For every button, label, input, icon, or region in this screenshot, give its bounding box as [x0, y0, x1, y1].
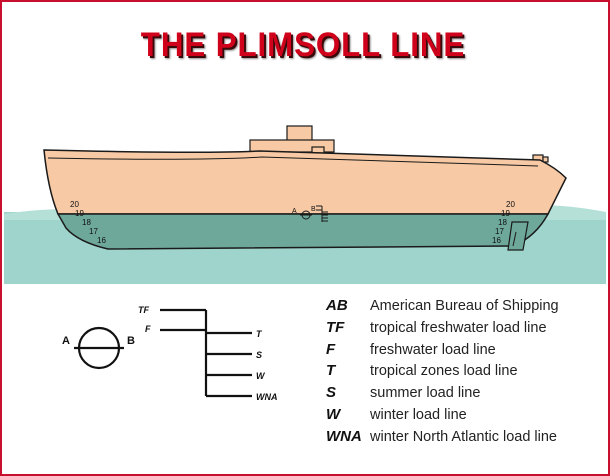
stern-mark-20: 20: [506, 200, 515, 209]
legend-abbr: WNA: [326, 427, 362, 445]
bow-mark-20: 20: [70, 200, 79, 209]
bow-mark-17: 17: [89, 227, 98, 236]
legend-row: AB American Bureau of Shipping: [326, 297, 606, 319]
legend-row: T tropical zones load line: [326, 362, 606, 384]
legend-row: TF tropical freshwater load line: [326, 319, 606, 341]
legend-text: freshwater load line: [370, 341, 496, 358]
hull-plimsoll-mark: [300, 205, 328, 222]
legend-text: summer load line: [370, 385, 481, 402]
mark-label-t: T: [256, 329, 263, 339]
hull-above-water: [43, 149, 567, 215]
stern-mark-18: 18: [498, 218, 507, 227]
legend-row: F freshwater load line: [326, 341, 606, 363]
legend-text: winter North Atlantic load line: [370, 428, 557, 445]
bow-mark-16: 16: [97, 236, 106, 245]
legend-row: WNA winter North Atlantic load line: [326, 428, 606, 450]
deck-line: [47, 156, 539, 167]
mark-label-f: F: [145, 324, 151, 334]
bow-draft-marks: 20 19 18 17 16: [70, 200, 106, 245]
stern-mark-19: 19: [501, 209, 510, 218]
legend-text: tropical freshwater load line: [370, 319, 547, 336]
legend-text: tropical zones load line: [370, 363, 518, 380]
stern-mark-17: 17: [495, 227, 504, 236]
hull-mark-label-a: A: [292, 208, 297, 215]
legend-abbr: F: [326, 340, 336, 358]
hull-below-water: [56, 213, 550, 250]
legend-abbr: AB: [326, 297, 348, 314]
stern-draft-marks: 20 19 18 17 16: [492, 200, 515, 245]
superstructure: [249, 125, 549, 164]
legend-abbr: W: [326, 405, 341, 423]
legend-row: S summer load line: [326, 384, 606, 406]
rudder: [507, 221, 529, 251]
bow-mark-19: 19: [75, 209, 84, 218]
disc-label-b: B: [127, 335, 135, 347]
mark-label-wna: WNA: [256, 392, 278, 402]
mark-label-s: S: [256, 350, 262, 360]
legend-text: American Bureau of Shipping: [370, 298, 559, 314]
diagram-title: THE PLIMSOLL LINE: [140, 26, 466, 64]
legend-abbr: T: [326, 362, 336, 380]
legend-text: winter load line: [370, 406, 467, 423]
load-line-mark: [160, 308, 252, 398]
legend: AB American Bureau of Shipping TF tropic…: [326, 297, 606, 450]
mark-label-tf: TF: [138, 305, 149, 315]
legend-row: W winter load line: [326, 406, 606, 428]
bow-mark-18: 18: [82, 218, 91, 227]
disc-label-a: A: [62, 335, 70, 347]
hull-mark-label-b: B: [311, 206, 316, 213]
legend-abbr: S: [326, 384, 337, 402]
plimsoll-disc: [74, 326, 124, 370]
mark-label-w: W: [256, 371, 266, 381]
legend-abbr: TF: [326, 318, 345, 336]
stern-mark-16: 16: [492, 236, 501, 245]
